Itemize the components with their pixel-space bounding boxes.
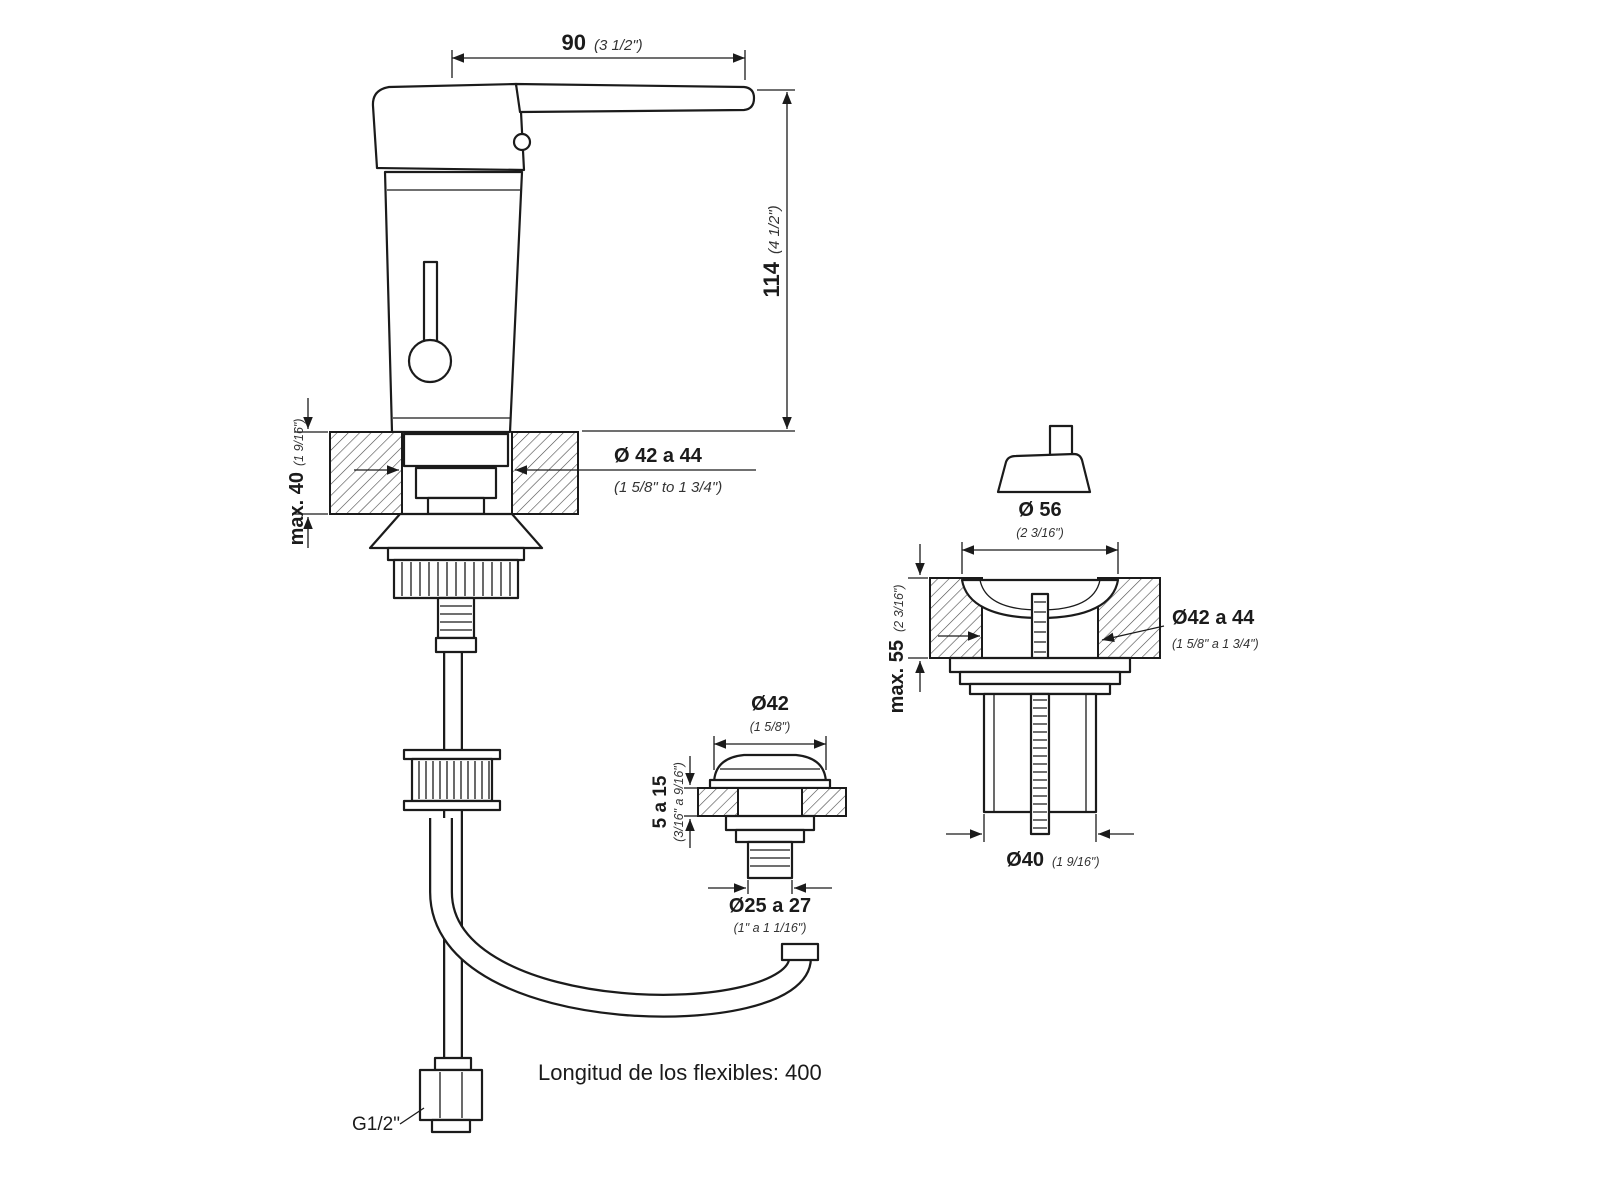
threaded-shank — [436, 596, 476, 640]
dim-waste-hole: Ø42 a 44 (1 5/8" a 1 3/4") — [938, 607, 1259, 651]
mounting-hardware — [368, 512, 544, 812]
dim-max55-inches: (2 3/16") — [892, 584, 906, 632]
hose-collar — [410, 757, 494, 803]
dim-90-value: 90 — [562, 30, 586, 55]
plug-tailpiece — [746, 840, 794, 880]
plug-rim — [708, 778, 832, 790]
dim-25a27-inches: (1" a 1 1/16") — [734, 921, 807, 935]
dim-mounting-hole: Ø 42 a 44 (1 5/8" to 1 3/4") — [354, 445, 756, 496]
dim-90-inches: (3 1/2") — [594, 37, 643, 54]
popup-waste-detail: Ø 56 (2 3/16") max. 55 (2 3/16") Ø42 a 4… — [886, 424, 1259, 871]
dim-114-value: 114 — [759, 261, 784, 297]
bell-flange — [368, 512, 544, 550]
dim-spout-height: 114 (4 1/2") — [582, 89, 795, 432]
dim-max55-value: max. 55 — [886, 640, 908, 713]
dim-5a15-value: 5 a 15 — [650, 775, 671, 828]
dim-drain-hole: Ø25 a 27 (1" a 1 1/16") — [708, 880, 832, 935]
basin-hatch-left — [697, 787, 739, 817]
dim-56-value: Ø 56 — [1018, 499, 1061, 521]
dim-counter-thickness: max. 40 (1 9/16") — [286, 398, 328, 548]
counter-hatch-left — [329, 431, 403, 515]
dim-handle-length: 90 (3 1/2") — [451, 30, 746, 80]
countertop-section — [329, 431, 579, 516]
thread-label: G1/2" — [352, 1114, 400, 1135]
popup-rod — [422, 260, 439, 344]
dim-42-inches: (1 5/8") — [750, 720, 791, 734]
basin-hatch-right — [801, 787, 847, 817]
dim-42-value: Ø42 — [751, 693, 789, 715]
dim-max40-value: max. 40 — [286, 472, 308, 545]
faucet-handle — [514, 82, 756, 114]
dim-114-inches: (4 1/2") — [766, 205, 783, 254]
lever-base — [371, 82, 526, 172]
drain-plug-detail: Ø42 (1 5/8") 5 a 15 (3/16" a 9/16") Ø25 … — [650, 693, 847, 935]
dim-body-diameter: Ø40 (1 9/16") — [946, 814, 1134, 871]
dim-hole-inches: (1 5/8" to 1 3/4") — [614, 479, 722, 496]
dim-flange-diameter: Ø 56 (2 3/16") — [961, 499, 1119, 574]
dim-42a44-inches: (1 5/8" a 1 3/4") — [1172, 637, 1259, 651]
dim-max40-inches: (1 9/16") — [292, 418, 306, 466]
dim-40-inches: (1 9/16") — [1052, 855, 1100, 869]
hose-length-note: Longitud de los flexibles: 400 — [538, 1060, 822, 1085]
dim-5a15-inches: (3/16" a 9/16") — [672, 762, 686, 842]
handle-screw — [512, 132, 532, 152]
dim-40-value: Ø40 — [1006, 849, 1044, 871]
hex-nut — [418, 1068, 484, 1122]
dim-max-depth: max. 55 (2 3/16") — [886, 544, 928, 713]
main-faucet-view: 90 (3 1/2") 114 (4 1/2") max. 40 (1 9/16… — [286, 30, 822, 1135]
popup-knob — [407, 338, 453, 384]
waste-lever-piece — [996, 424, 1092, 494]
dim-25a27-value: Ø25 a 27 — [729, 895, 811, 917]
dim-basin-thickness: 5 a 15 (3/16" a 9/16") — [650, 756, 698, 848]
dim-hole-value: Ø 42 a 44 — [614, 445, 703, 467]
body-column — [383, 170, 524, 434]
counter-hatch-right — [511, 431, 579, 515]
g12-nut — [399, 1056, 484, 1134]
dim-plug-cap: Ø42 (1 5/8") — [713, 693, 827, 770]
dim-42a44-value: Ø42 a 44 — [1172, 607, 1255, 629]
dim-56-inches: (2 3/16") — [1016, 526, 1064, 540]
supply-hoses — [429, 650, 820, 1064]
faucet-body — [371, 82, 756, 434]
hose-end-fitting — [780, 942, 820, 962]
